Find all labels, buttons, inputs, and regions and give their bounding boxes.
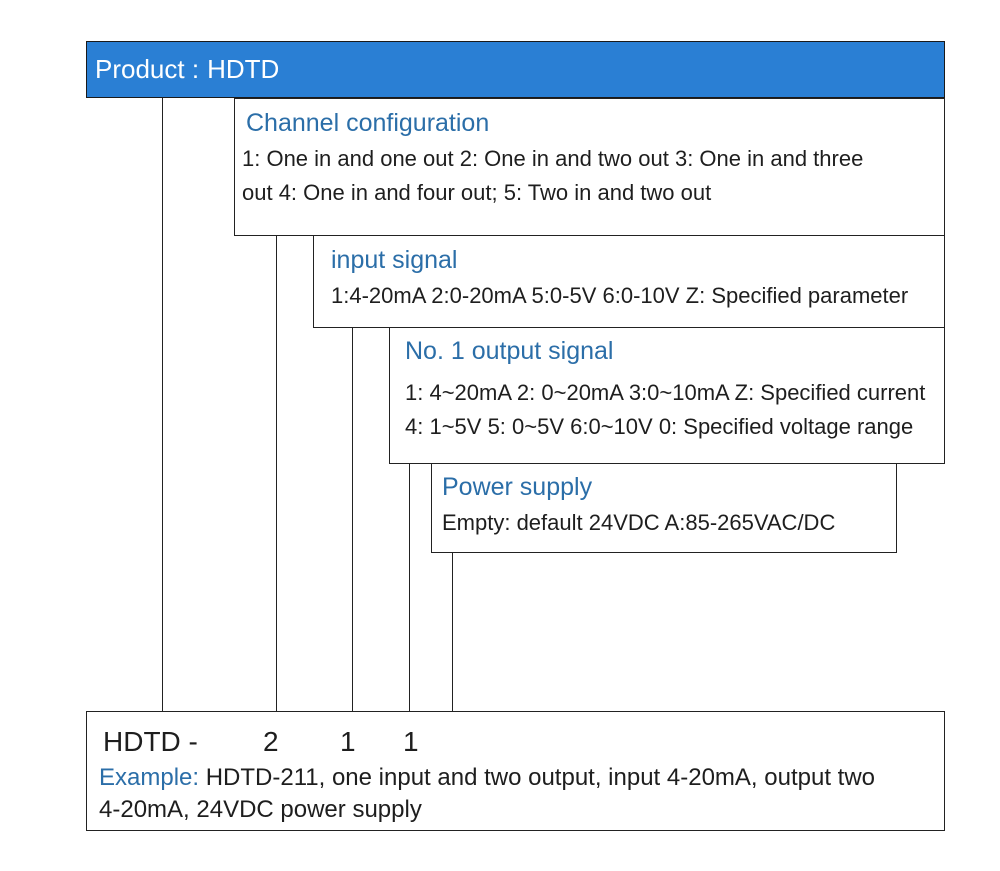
example-line-2: 4-20mA, 24VDC power supply — [99, 796, 422, 823]
output-signal-box: No. 1 output signal 1: 4~20mA 2: 0~20mA … — [389, 327, 945, 464]
channel-configuration-title: Channel configuration — [246, 109, 490, 137]
power-supply-box: Power supply Empty: default 24VDC A:85-2… — [431, 463, 897, 553]
model-code-digit: 1 — [340, 726, 356, 757]
output-signal-line: 1: 4~20mA 2: 0~20mA 3:0~10mA Z: Specifie… — [405, 380, 926, 405]
connector-product — [162, 98, 163, 711]
connector-input — [352, 328, 353, 711]
channel-configuration-box: Channel configuration 1: One in and one … — [234, 98, 945, 236]
product-value: HDTD — [207, 54, 280, 84]
example-text: HDTD-211, one input and two output, inpu… — [199, 764, 875, 791]
output-signal-line: 4: 1~5V 5: 0~5V 6:0~10V 0: Specified vol… — [405, 414, 914, 439]
power-supply-title: Power supply — [442, 473, 593, 501]
product-label: Product : — [95, 54, 200, 84]
connector-power — [452, 553, 453, 711]
output-signal-title: No. 1 output signal — [405, 337, 614, 365]
connector-output — [409, 464, 410, 711]
model-code-digit: 1 — [403, 726, 419, 757]
model-code-prefix: HDTD - — [103, 726, 198, 757]
channel-configuration-line: 1: One in and one out 2: One in and two … — [242, 146, 864, 171]
input-signal-line: 1:4-20mA 2:0-20mA 5:0-5V 6:0-10V Z: Spec… — [331, 283, 909, 308]
input-signal-box: input signal 1:4-20mA 2:0-20mA 5:0-5V 6:… — [313, 235, 945, 328]
channel-configuration-line: out 4: One in and four out; 5: Two in an… — [242, 180, 712, 205]
input-signal-title: input signal — [331, 246, 458, 274]
product-header: Product :HDTD — [86, 41, 945, 98]
example-line: Example: HDTD-211, one input and two out… — [99, 762, 944, 794]
example-label: Example: — [99, 764, 200, 791]
model-code-box: HDTD - 2 1 1 Example: HDTD-211, one input a… — [86, 711, 945, 831]
model-code-digit: 2 — [263, 726, 279, 757]
connector-channel — [276, 236, 277, 711]
model-code: HDTD - 2 1 1 — [103, 722, 944, 762]
power-supply-line: Empty: default 24VDC A:85-265VAC/DC — [442, 510, 836, 535]
